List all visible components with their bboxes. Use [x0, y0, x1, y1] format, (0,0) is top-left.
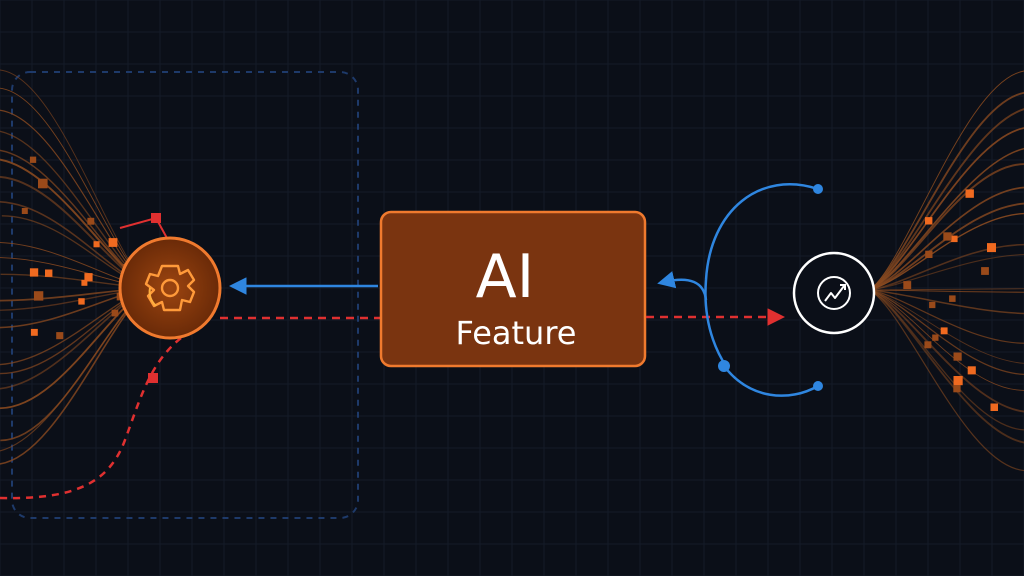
- fibre-line: [869, 289, 1024, 391]
- fibre-bundle-right: [869, 70, 1024, 471]
- feedback-arc-lower: [723, 365, 819, 397]
- fibre-node-square: [45, 269, 53, 277]
- ai-feature-box[interactable]: AI Feature: [379, 210, 647, 368]
- fibre-line: [869, 254, 1024, 291]
- fibre-node-square: [29, 268, 39, 277]
- fibre-line: [869, 289, 1024, 471]
- fibre-node-square: [943, 232, 952, 241]
- fibre-node-square: [108, 238, 118, 247]
- fibre-node-square: [953, 385, 961, 393]
- fibre-node-square: [965, 189, 974, 198]
- input-dashed-path: [0, 333, 186, 500]
- fibre-node-square: [30, 328, 38, 336]
- fibre-line: [869, 70, 1024, 291]
- fibre-line: [869, 186, 1024, 291]
- fibre-line: [869, 289, 1024, 375]
- fibre-line: [869, 289, 1024, 444]
- fibre-node-square: [925, 250, 933, 258]
- box-subtitle: Feature: [456, 314, 577, 352]
- fibre-node-square: [951, 235, 958, 243]
- fibre-node-square: [940, 327, 948, 335]
- fibre-node-square: [967, 366, 976, 375]
- fibre-node-square: [93, 241, 100, 248]
- dashed-group-frame: [11, 71, 359, 519]
- fibre-line: [869, 289, 1024, 293]
- fibre-line: [869, 108, 1024, 291]
- connector-square-top: [151, 213, 161, 223]
- right-output-node[interactable]: [792, 251, 876, 335]
- fibre-line: [869, 163, 1024, 291]
- chart-trend-icon: [817, 276, 851, 310]
- fibre-node-square: [78, 298, 85, 305]
- box-title: AI: [476, 242, 535, 312]
- fibre-line: [869, 213, 1024, 291]
- arc-endpoint-top: [813, 184, 823, 194]
- fibre-line: [869, 289, 1024, 344]
- fibre-node-square: [949, 295, 956, 302]
- feedback-arc-upper: [704, 183, 819, 367]
- fibre-line: [869, 289, 1024, 413]
- left-process-node[interactable]: [118, 236, 222, 340]
- arc-endpoint-bottom: [813, 381, 823, 391]
- fibre-line: [869, 202, 1024, 291]
- feedback-arrow-into-box: [657, 271, 708, 301]
- fibre-node-square: [987, 243, 996, 253]
- fibre-node-square: [81, 279, 88, 286]
- fibre-line: [869, 92, 1024, 291]
- fibre-node-square: [990, 403, 998, 411]
- fibre-line: [869, 127, 1024, 291]
- fibre-node-square: [38, 178, 48, 189]
- fibre-node-square: [21, 208, 28, 214]
- fibre-node-square: [84, 273, 93, 282]
- fibre-line: [869, 243, 1024, 291]
- fibre-node-square: [932, 334, 939, 341]
- fibre-line: [869, 289, 1024, 315]
- fibre-node-square: [924, 341, 932, 349]
- arc-endpoint-middle: [718, 360, 730, 372]
- fibre-node-square: [925, 217, 933, 225]
- fibre-node-square: [903, 281, 912, 289]
- gear-icon: [144, 264, 196, 312]
- fibre-node-square: [929, 301, 936, 309]
- fibre-node-square: [953, 352, 962, 361]
- fibre-node-square: [953, 376, 963, 386]
- fibre-node-square: [56, 332, 64, 340]
- connector-square-bottom: [148, 373, 158, 383]
- fibre-node-square: [33, 291, 44, 301]
- fibre-node-square: [29, 156, 37, 163]
- fibre-node-square: [981, 267, 989, 275]
- fibre-node-square: [87, 217, 95, 225]
- fibre-node-square: [111, 309, 119, 317]
